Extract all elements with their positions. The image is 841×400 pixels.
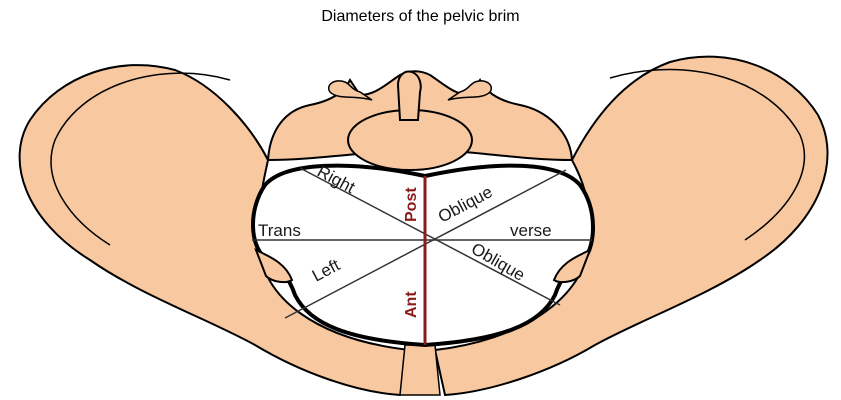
- label-post: Post: [403, 187, 420, 222]
- label-verse: verse: [510, 221, 552, 240]
- label-trans: Trans: [258, 221, 301, 240]
- label-ant: Ant: [403, 291, 420, 318]
- pubic-symphysis: [400, 345, 440, 395]
- spinous-process: [398, 72, 421, 120]
